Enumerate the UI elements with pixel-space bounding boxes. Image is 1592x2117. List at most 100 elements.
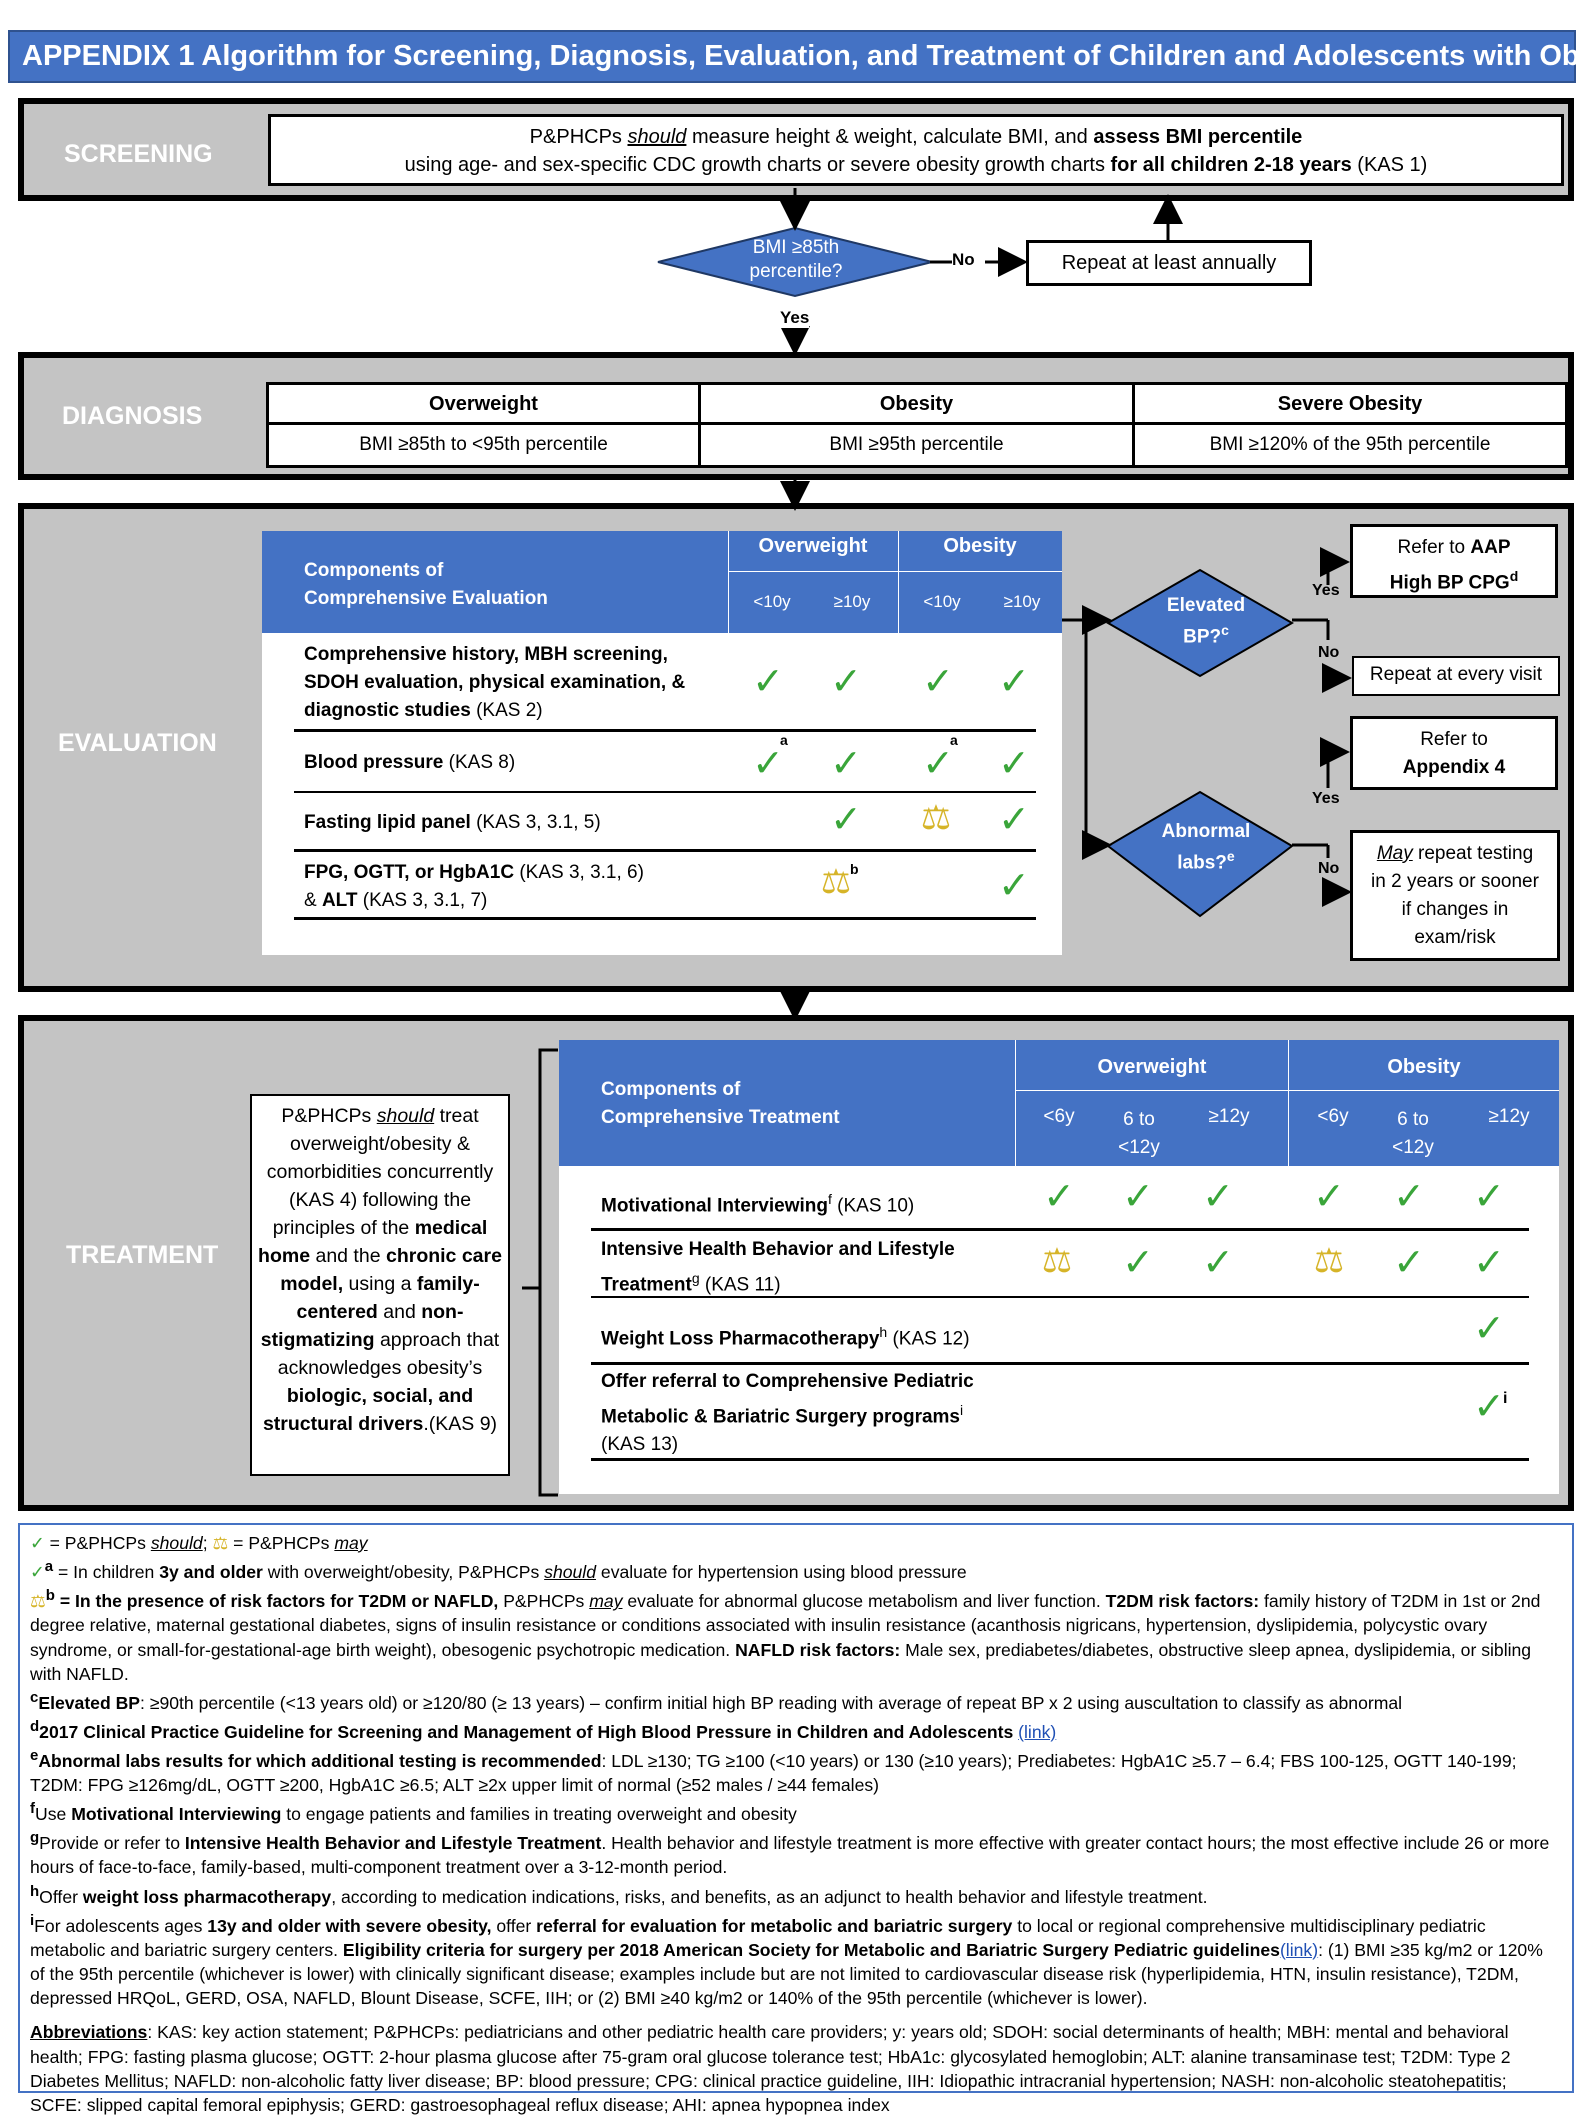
elevated-bp-diamond [1106, 568, 1295, 678]
scale-icon: ⚖ [212, 1533, 229, 1553]
text: to local or regional comprehensive multi… [30, 1915, 1486, 1960]
text: g [691, 1270, 700, 1286]
superscript-i: i [1503, 1390, 1508, 1407]
text: Refer to [1420, 729, 1488, 750]
check-icon: ✓ [1393, 1176, 1425, 1218]
footnote-e: eAbnormal labs results for which additio… [30, 1744, 1562, 1797]
text: in 2 years or sooner [1371, 871, 1539, 892]
check-icon: ✓ [1473, 1242, 1505, 1284]
text: f [30, 1800, 35, 1818]
eval-row-bp: Blood pressure (KAS 8) [304, 749, 515, 777]
text: e [30, 1747, 39, 1765]
text: 6 to [1123, 1109, 1155, 1130]
text: a [44, 1558, 54, 1576]
text: Components of [601, 1079, 741, 1100]
text: = P&PHCPs [44, 1533, 151, 1553]
eval-age-ob-ge10: ≥10y [1003, 592, 1041, 611]
text: d [30, 1718, 40, 1735]
check-icon: ✓ [1473, 1308, 1505, 1350]
text: Intensive Health Behavior and Lifestyle … [184, 1833, 602, 1854]
text: and [377, 1301, 422, 1323]
text: Appendix 4 [1402, 757, 1506, 778]
evaluation-label: EVALUATION [58, 729, 217, 757]
text: should [150, 1533, 203, 1553]
no-label: No [952, 250, 975, 269]
refer-aap-box: Refer to AAP High BP CPGd [1350, 524, 1558, 598]
elevated-bp-label: Elevated BP?c [1136, 594, 1276, 649]
text: with overweight/obesity, P&PHCPs [262, 1562, 545, 1583]
screening-label: SCREENING [64, 140, 213, 168]
text: (KAS 2) [470, 700, 543, 721]
eval-age-ob-lt10: <10y [923, 592, 961, 611]
text: non-stigmatizing [260, 1301, 464, 1351]
check-icon: ✓ [1122, 1242, 1154, 1284]
text: exam/risk [1414, 927, 1496, 948]
text: c [30, 1688, 39, 1706]
text: evaluate for abnormal glucose metabolism… [622, 1591, 1106, 1612]
diagnosis-header-obesity: Obesity [701, 385, 1135, 425]
text: using a [343, 1273, 417, 1295]
link-i[interactable]: (link) [1279, 1939, 1319, 1960]
text: ALT [321, 890, 358, 911]
text: i [30, 1911, 35, 1929]
footnote-b: ⚖b = In the presence of risk factors for… [30, 1584, 1562, 1686]
check-icon: ✓ [830, 799, 862, 841]
text: h [879, 1324, 888, 1340]
treatment-label: TREATMENT [66, 1241, 219, 1269]
text: 13y and older with severe obesity, [207, 1915, 492, 1936]
treat-row-ihblt: Intensive Health Behavior and Lifestyle … [601, 1236, 955, 1299]
text: approach that acknowledges obesity’s [277, 1329, 500, 1379]
treat-group-obesity: Obesity [1387, 1056, 1461, 1078]
superscript-a: a [780, 732, 788, 748]
treat-age-ob-ge12: ≥12y [1488, 1106, 1530, 1127]
text: should [376, 1105, 435, 1127]
text: = P&PHCPs [228, 1533, 335, 1553]
diagnosis-value-overweight: BMI ≥85th to <95th percentile [269, 425, 701, 465]
text: and the [310, 1245, 386, 1267]
text: Elevated [1166, 595, 1246, 616]
row-divider [294, 791, 1036, 793]
text: May [1376, 843, 1413, 864]
scale-icon: ⚖ [1041, 1242, 1073, 1280]
text: Eligibility criteria for surgery per 201… [342, 1939, 1280, 1960]
row-divider [591, 1228, 1529, 1231]
text: = In children [53, 1562, 160, 1583]
text: Blood pressure [304, 752, 444, 773]
text: P&PHCPs [498, 1591, 590, 1612]
text: = In the presence of risk factors for T2… [54, 1591, 499, 1612]
footnote-c: cElevated BP: ≥90th percentile (<13 year… [30, 1686, 1562, 1715]
abnormal-labs-label: Abnormal labs?e [1136, 820, 1276, 875]
may-repeat-box: May repeat testing in 2 years or sooner … [1350, 830, 1560, 961]
text: Weight Loss Pharmacotherapy [601, 1328, 880, 1350]
treatment-table-title: Components of Comprehensive Treatment [601, 1076, 840, 1132]
row-divider [591, 1458, 1529, 1461]
labs-yes-label: Yes [1312, 790, 1340, 807]
text: family-centered [296, 1273, 480, 1323]
text: Elevated BP [38, 1692, 141, 1713]
text: family history of T2DM in 1st or 2nd deg… [30, 1591, 1541, 1660]
divider [1015, 1040, 1016, 1166]
footnote-f: fUse Motivational Interviewing to engage… [30, 1797, 1562, 1826]
check-icon: ✓ [830, 743, 862, 785]
scale-icon: ⚖ [920, 799, 952, 837]
evaluation-table-title: Components of Comprehensive Evaluation [304, 557, 548, 613]
footnote-a: ✓a = In children 3y and older with overw… [30, 1555, 1562, 1584]
check-icon: ✓ [1122, 1176, 1154, 1218]
text: T2DM risk factors: [1105, 1591, 1260, 1612]
evaluation-header [262, 531, 1062, 633]
divider [1016, 1090, 1559, 1091]
text: Fasting lipid panel [304, 812, 471, 833]
check-icon: ✓ [1043, 1176, 1075, 1218]
check-icon: ✓ [830, 661, 862, 703]
text: Intensive Health Behavior and Lifestyle [601, 1239, 955, 1260]
eval-row-glucose: FPG, OGTT, or HgbA1C (KAS 3, 3.1, 6) & A… [304, 859, 644, 915]
row-divider [294, 729, 1036, 732]
text: diagnostic studies [304, 700, 471, 721]
text: assess BMI percentile [1093, 126, 1303, 148]
text: Motivational Interviewing [601, 1195, 828, 1217]
repeat-annually-box: Repeat at least annually [1026, 240, 1312, 286]
bp-no-label: No [1318, 644, 1340, 661]
link-d[interactable]: (link) [1018, 1721, 1057, 1742]
check-icon: ✓ [752, 743, 784, 785]
text: Components of [304, 560, 444, 581]
